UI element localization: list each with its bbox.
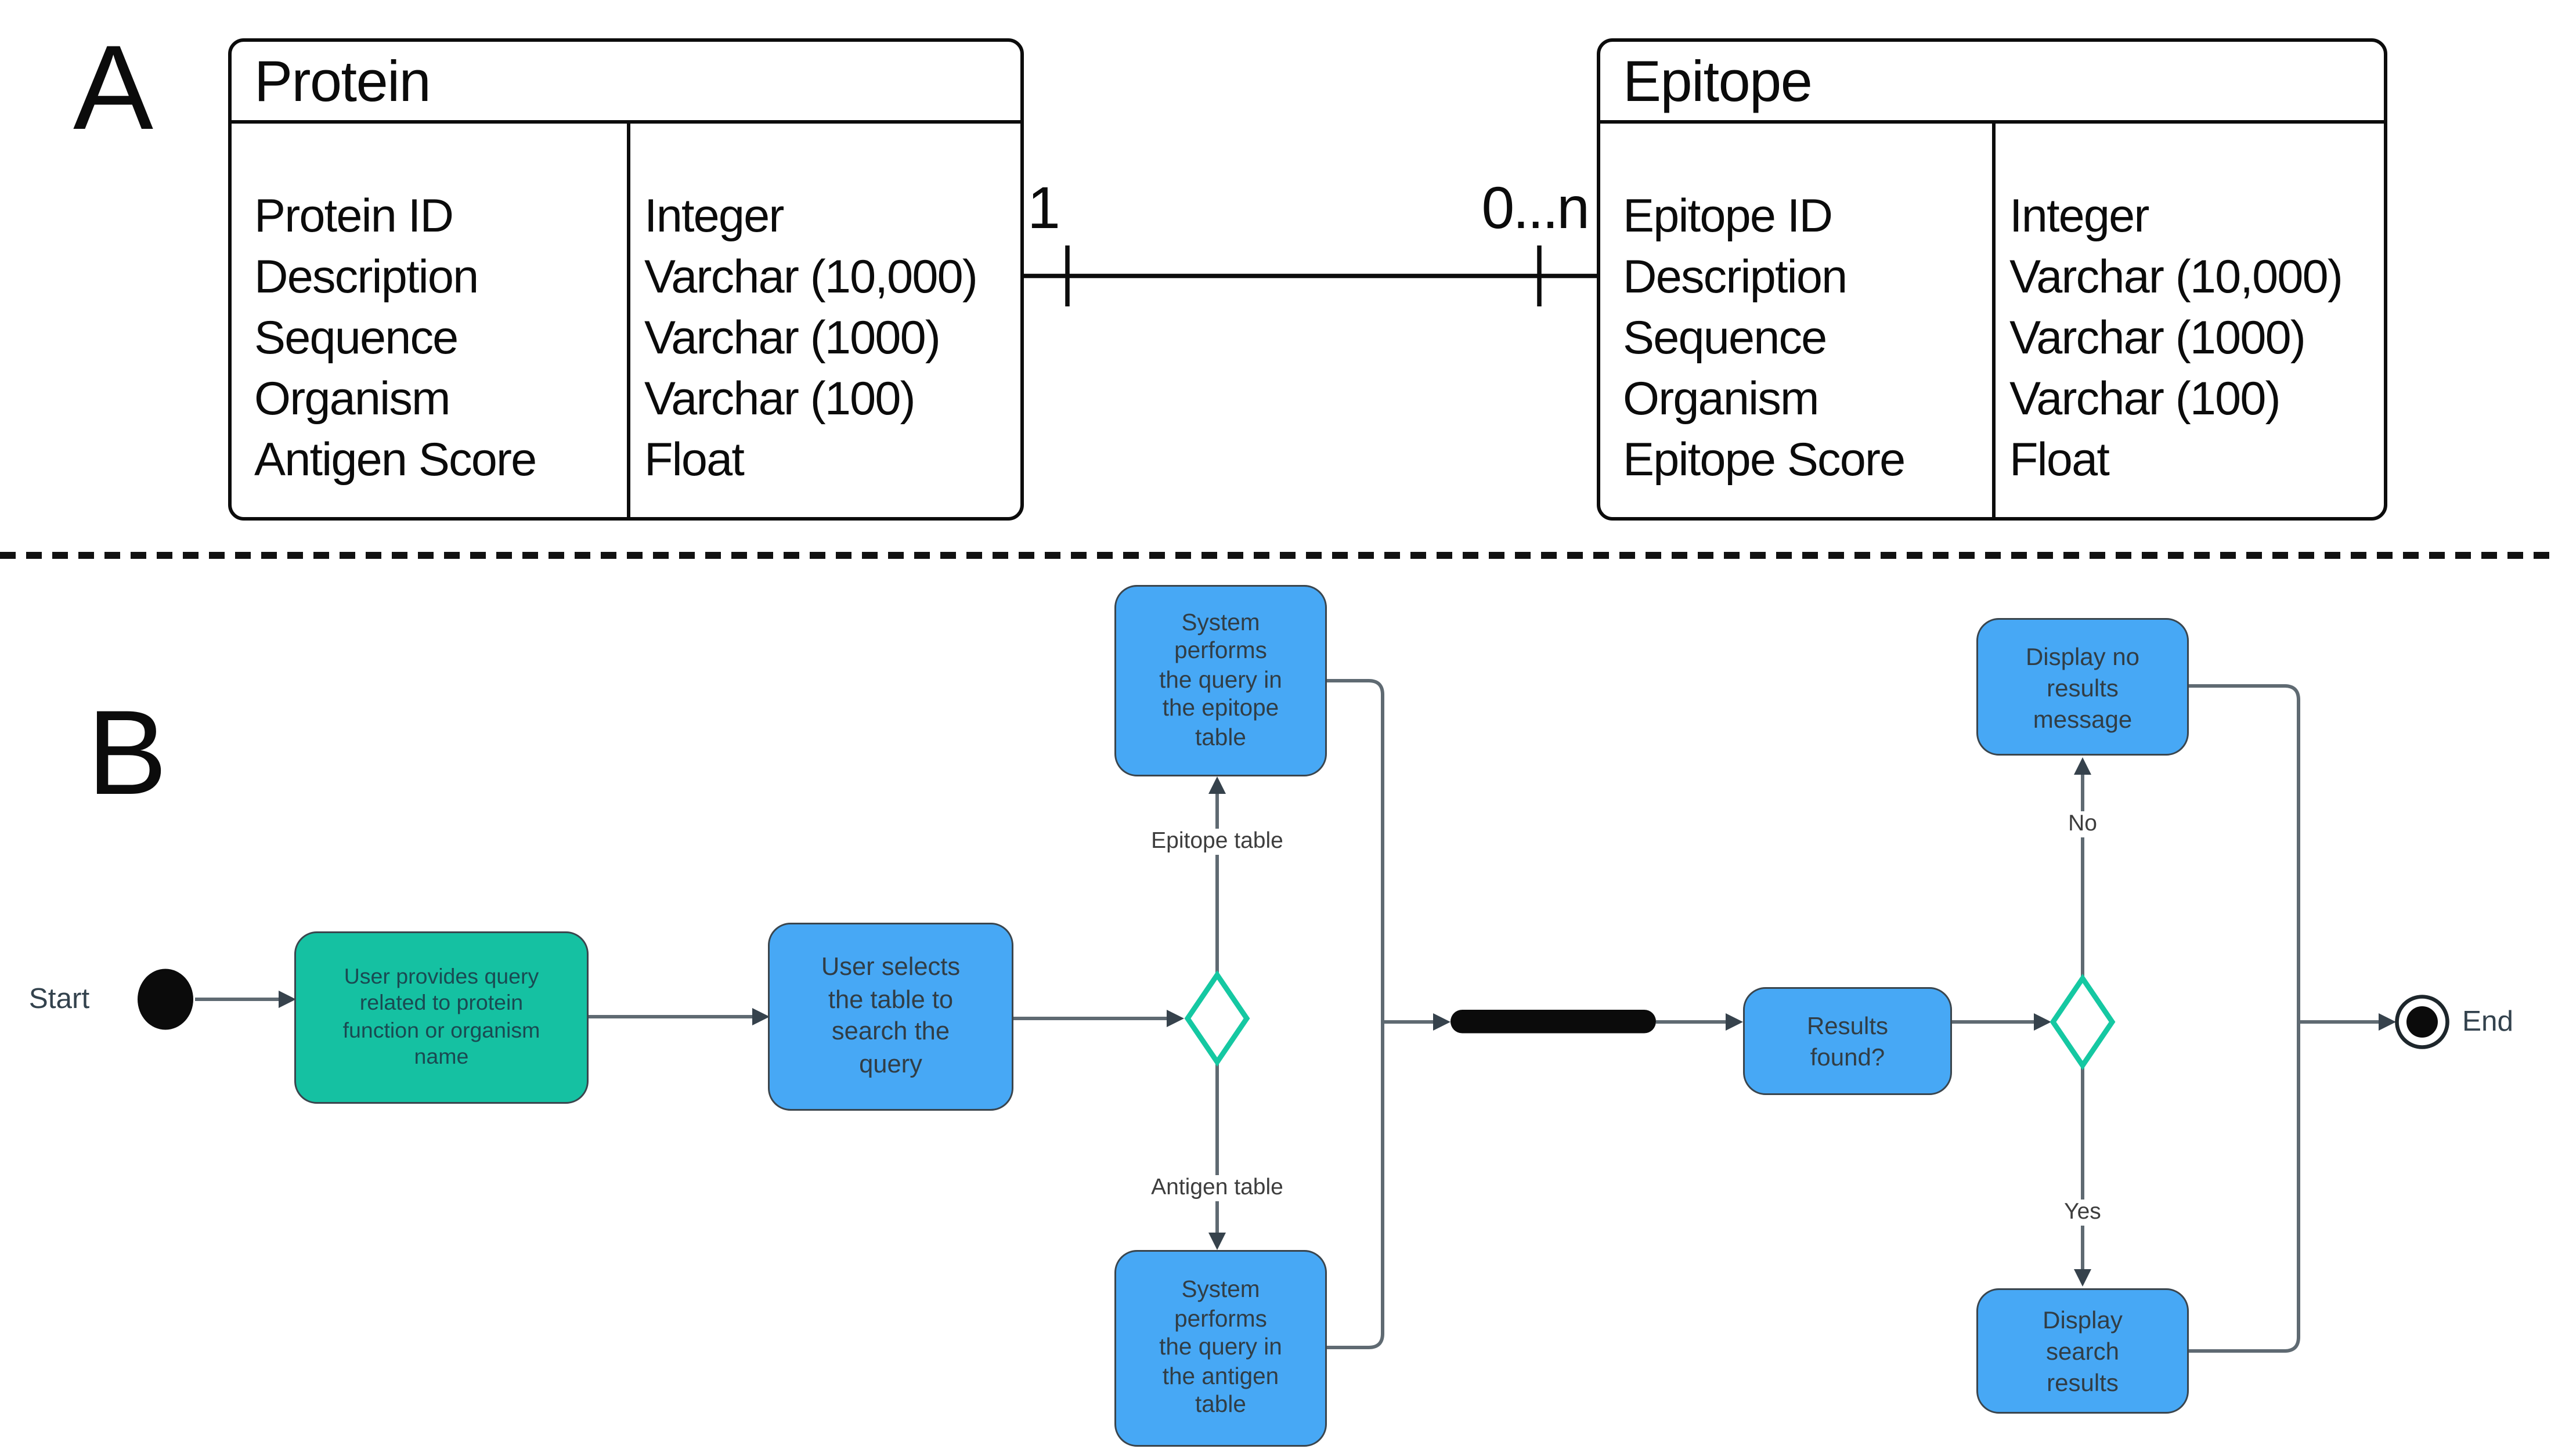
field-name: Protein ID: [254, 190, 454, 242]
er-epitope-field-names: Epitope ID Description Sequence Organism…: [1600, 124, 1996, 517]
decision-diamond-table-choice: [1184, 970, 1250, 1067]
start-label: Start: [28, 984, 90, 1015]
field-type: Varchar (1000): [644, 312, 941, 364]
field-name: Description: [254, 251, 479, 303]
end-node-inner-circle: [2406, 1006, 2438, 1038]
field-type: Varchar (1000): [2009, 312, 2306, 364]
arrowhead: [1208, 1233, 1226, 1250]
node-results-found: Results found?: [1743, 987, 1952, 1095]
arrowhead: [2074, 1269, 2091, 1287]
arrowhead: [2074, 757, 2091, 775]
er-table-epitope: Epitope Epitope ID Description Sequence …: [1597, 38, 2387, 521]
arrowhead: [2379, 1013, 2396, 1031]
er-table-protein-title: Protein: [232, 42, 1020, 124]
er-table-protein: Protein Protein ID Description Sequence …: [228, 38, 1024, 521]
edge-label-no: No: [2039, 810, 2126, 837]
field-type: Varchar (10,000): [644, 251, 978, 303]
node-user-selects-table: User selects the table to search the que…: [768, 923, 1013, 1111]
arrowhead: [279, 991, 296, 1008]
node-query-antigen-table: System performs the query in the antigen…: [1114, 1250, 1327, 1447]
node-user-provides-query: User provides query related to protein f…: [294, 931, 589, 1104]
field-type: Float: [2009, 433, 2110, 486]
join-bar: [1451, 1010, 1656, 1034]
arrowhead: [1167, 1010, 1184, 1027]
panel-b-label: B: [87, 686, 167, 820]
relationship-line-one-to-many: [1024, 245, 1597, 306]
edge-label-antigen-table: Antigen table: [1113, 1173, 1322, 1201]
field-name: Antigen Score: [254, 433, 537, 486]
field-type: Integer: [644, 190, 784, 242]
arrowhead: [2034, 1013, 2051, 1031]
er-epitope-field-types: Integer Varchar (10,000) Varchar (1000) …: [1996, 124, 2384, 517]
field-name: Organism: [254, 373, 451, 425]
panel-a-label: A: [73, 21, 153, 155]
field-type: Varchar (100): [644, 373, 916, 425]
cardinality-one-label: 1: [1027, 176, 1060, 242]
field-name: Organism: [1623, 373, 1820, 425]
field-name: Sequence: [1623, 312, 1827, 364]
cardinality-many-label: 0...n: [1481, 176, 1590, 242]
edge-label-yes: Yes: [2039, 1198, 2126, 1226]
er-protein-field-names: Protein ID Description Sequence Organism…: [232, 124, 630, 517]
field-name: Description: [1623, 251, 1848, 303]
edge-label-epitope-table: Epitope table: [1113, 827, 1322, 855]
panel-divider-dashed-line: [0, 552, 2551, 558]
arrowhead: [752, 1008, 770, 1025]
field-name: Sequence: [254, 312, 459, 364]
er-protein-field-types: Integer Varchar (10,000) Varchar (1000) …: [630, 124, 1020, 517]
arrowhead: [1208, 776, 1226, 794]
node-display-search-results: Display search results: [1976, 1288, 2189, 1414]
flow-connectors: [195, 679, 2396, 1353]
er-table-protein-body: Protein ID Description Sequence Organism…: [232, 124, 1020, 517]
field-name: Epitope ID: [1623, 190, 1833, 242]
node-display-no-results: Display no results message: [1976, 618, 2189, 756]
field-type: Float: [644, 433, 745, 486]
er-table-epitope-body: Epitope ID Description Sequence Organism…: [1600, 124, 2384, 517]
node-query-epitope-table: System performs the query in the epitope…: [1114, 585, 1327, 776]
arrowhead: [1433, 1013, 1451, 1031]
field-type: Varchar (100): [2009, 373, 2281, 425]
start-node-circle: [138, 969, 193, 1030]
decision-diamond-results: [2050, 973, 2116, 1071]
end-label: End: [2462, 1006, 2514, 1038]
field-type: Integer: [2009, 190, 2149, 242]
arrowhead: [1726, 1013, 1743, 1031]
er-table-epitope-title: Epitope: [1600, 42, 2384, 124]
field-name: Epitope Score: [1623, 433, 1906, 486]
field-type: Varchar (10,000): [2009, 251, 2343, 303]
